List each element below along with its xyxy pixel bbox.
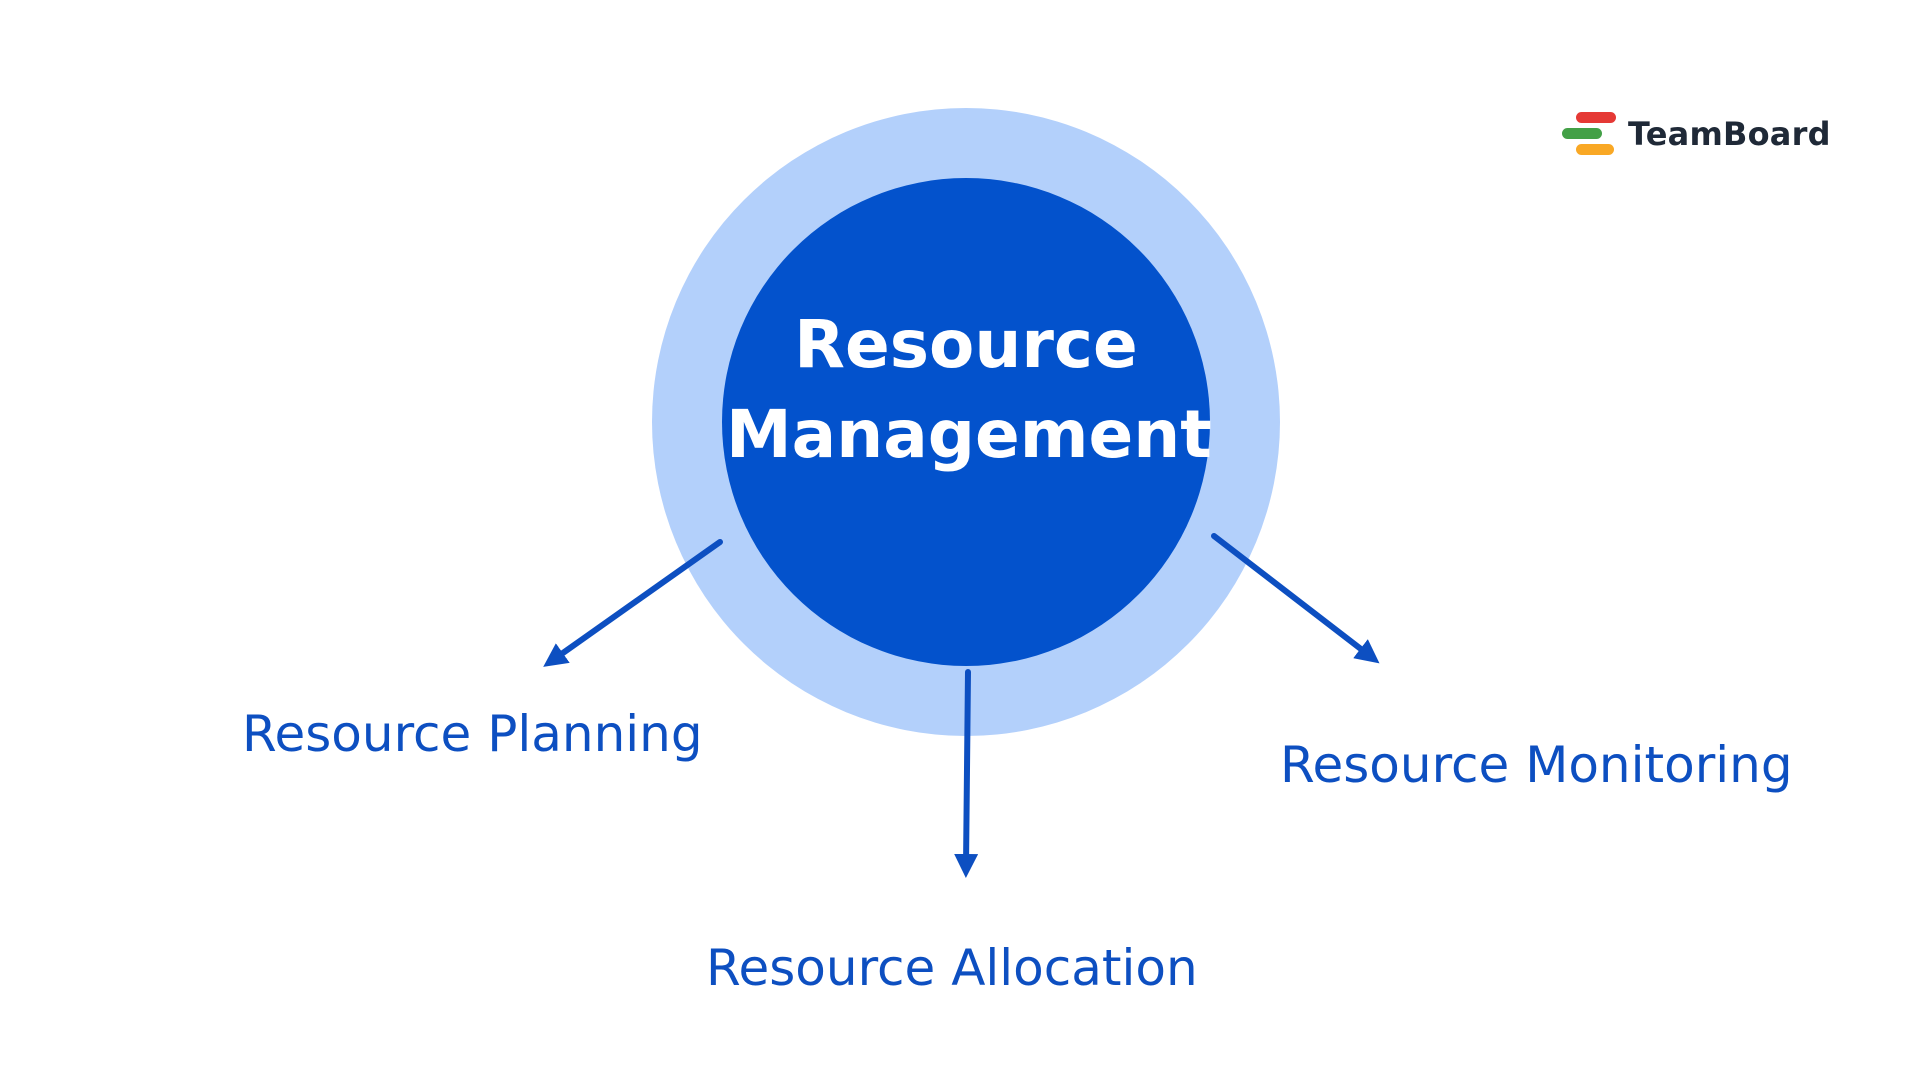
center-circle <box>722 178 1210 666</box>
arrow-to-allocation <box>954 669 979 878</box>
center-title-line1: Resource <box>794 306 1138 383</box>
teamboard-logo: TeamBoard <box>1562 112 1831 156</box>
logo-bar-red <box>1576 112 1616 123</box>
center-title-line2: Management <box>726 396 1212 473</box>
logo-bar-green <box>1562 128 1602 139</box>
branch-label-monitoring: Resource Monitoring <box>1280 736 1793 794</box>
arrow-to-monitoring <box>1211 533 1380 664</box>
logo-bar-yellow <box>1576 144 1614 155</box>
branch-label-allocation: Resource Allocation <box>706 939 1198 997</box>
logo-text: TeamBoard <box>1628 115 1831 153</box>
branch-label-planning: Resource Planning <box>242 705 703 763</box>
logo-mark-icon <box>1562 112 1616 156</box>
center-title: Resource Management <box>726 300 1212 480</box>
arrow-to-planning <box>543 539 723 667</box>
